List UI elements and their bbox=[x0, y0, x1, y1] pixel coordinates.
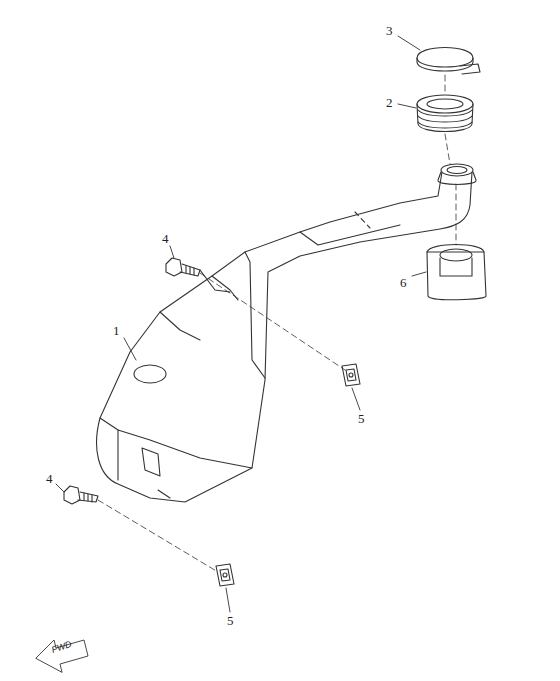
callout-number: 6 bbox=[400, 276, 407, 289]
grommet bbox=[417, 95, 473, 132]
clip-nut bbox=[216, 564, 234, 586]
callout-number: 1 bbox=[113, 324, 120, 337]
callout-number: 3 bbox=[386, 24, 393, 37]
callout-number: 5 bbox=[358, 412, 365, 425]
leader-line bbox=[56, 36, 426, 612]
forward-arrow bbox=[36, 640, 88, 672]
cushion-block bbox=[427, 245, 486, 300]
bolt bbox=[64, 486, 98, 504]
callout-number: 2 bbox=[386, 96, 393, 109]
callout-number: 4 bbox=[162, 232, 169, 245]
clip-nut bbox=[342, 364, 360, 386]
cap bbox=[417, 48, 480, 75]
air-duct bbox=[97, 164, 476, 502]
callout-number: 5 bbox=[227, 614, 234, 627]
assembly-line bbox=[98, 75, 456, 572]
bolt bbox=[166, 258, 200, 276]
callout-number: 4 bbox=[46, 472, 53, 485]
